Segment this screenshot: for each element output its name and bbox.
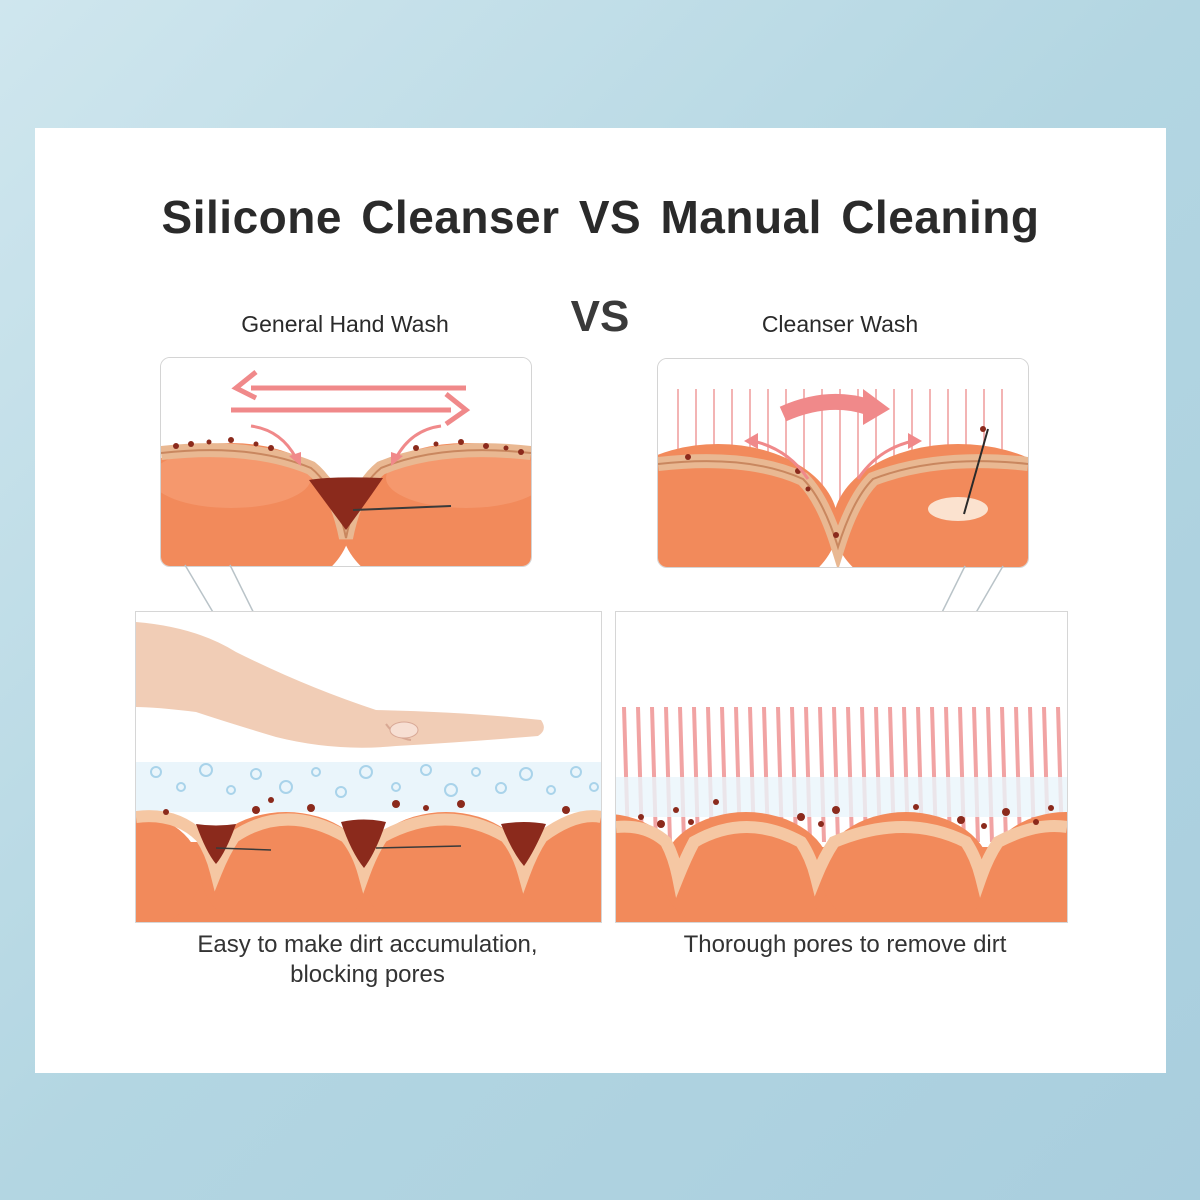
- caption-hand-wash-line2: blocking pores: [290, 961, 445, 988]
- hand-icon: [136, 622, 544, 748]
- pore-cleanser-illustration: [658, 359, 1028, 567]
- vs-label: VS: [570, 292, 630, 341]
- label-general-hand-wash: General Hand Wash: [241, 311, 449, 337]
- caption-hand-wash-line1: Easy to make dirt accumulation,: [197, 931, 538, 958]
- label-cleanser-wash: Cleanser Wash: [761, 311, 919, 337]
- caption-cleanser-wash-line1: Thorough pores to remove dirt: [683, 931, 1007, 958]
- panel-hand-wash: [135, 611, 602, 923]
- zoom-frame-cleanser-wash: [657, 358, 1029, 568]
- caption-cleanser-wash: Thorough pores to remove dirt: [615, 930, 1075, 960]
- comparison-card: Silicone Cleanser VS Manual Cleaning Gen…: [35, 128, 1166, 1073]
- caption-hand-wash: Easy to make dirt accumulation, blocking…: [135, 930, 600, 990]
- cleanser-wash-skin-illustration: [616, 612, 1067, 922]
- panel-cleanser-wash: [615, 611, 1068, 923]
- zoom-frame-hand-wash: [160, 357, 532, 567]
- main-title: Silicone Cleanser VS Manual Cleaning: [161, 191, 1040, 243]
- hand-wash-skin-illustration: [136, 612, 601, 922]
- pore-hand-wash-illustration: [161, 358, 531, 566]
